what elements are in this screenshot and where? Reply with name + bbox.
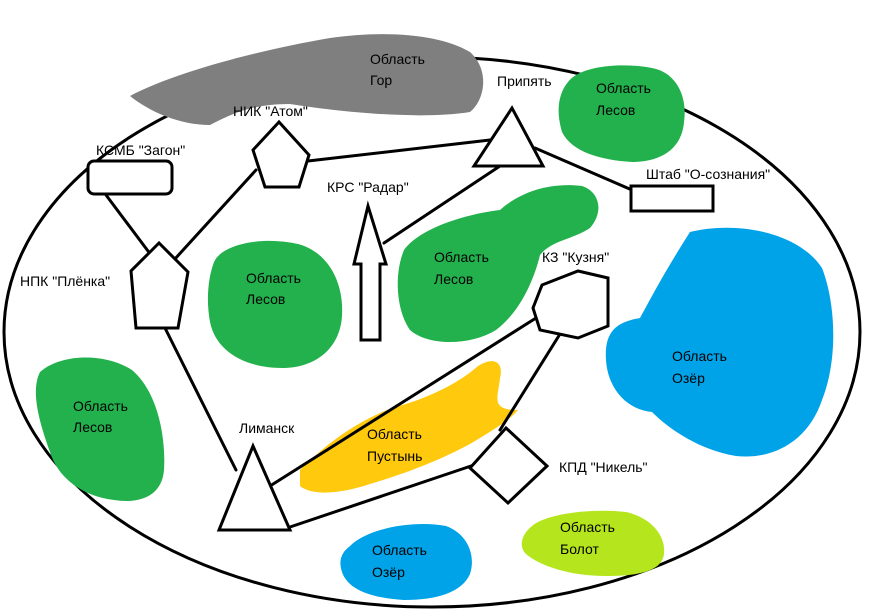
zagon-rect-marker[interactable] [86, 159, 174, 196]
label-kuznya: КЗ "Кузня" [542, 249, 609, 265]
forest-region-north [558, 65, 685, 162]
shtab-rect-marker[interactable] [629, 184, 715, 213]
kuznya-hexagon-marker[interactable] [531, 269, 610, 340]
limansk-triangle-marker[interactable] [216, 442, 293, 532]
swamp-region [521, 510, 665, 576]
label-desert: Область Пустынь [367, 426, 426, 464]
label-plenka: НПК "Плёнка" [20, 273, 110, 289]
label-pripyat: Припять [497, 73, 552, 89]
label-radar: КРС "Радар" [327, 179, 409, 195]
label-mountains: Область Гор [370, 51, 429, 88]
road-limansk-nikel [288, 463, 476, 529]
label-nikel: КПД "Никель" [559, 459, 648, 475]
road-plenka-limansk [163, 326, 238, 472]
plenka-pentagon-marker[interactable] [129, 240, 190, 330]
radar-arrow-marker[interactable] [352, 200, 389, 342]
atom-pentagon-marker[interactable] [251, 119, 311, 189]
pripyat-triangle-marker[interactable] [471, 105, 546, 168]
label-limansk: Лиманск [239, 420, 295, 436]
lake-region-east [605, 227, 834, 457]
road-plenka-atom [172, 168, 258, 262]
desert-region [300, 361, 518, 493]
road-atom-pripyat [306, 138, 492, 163]
road-kuznya-nikel [498, 332, 562, 432]
road-zagon-plenka [104, 193, 153, 257]
forest-region-west [35, 357, 165, 501]
forest-region-center [207, 240, 343, 368]
mountain-region [130, 34, 484, 125]
label-forest-center: Область Лесов [246, 270, 305, 307]
label-swamp: Область Болот [560, 519, 619, 557]
label-zagon: КСМБ "Загон" [96, 142, 185, 158]
label-forest-middle: Область Лесов [434, 249, 493, 287]
label-forest-west: Область Лесов [73, 398, 132, 435]
road-kuznya-limansk [268, 316, 538, 488]
label-atom: НИК "Атом" [233, 103, 308, 119]
lake-region-south [340, 524, 472, 600]
label-lake-east: Область Озёр [672, 348, 731, 386]
road-pripyat-radar [382, 164, 502, 245]
road-pripyat-shtab [533, 146, 634, 192]
label-shtab: Штаб "О-сознания" [646, 166, 770, 182]
forest-region-middle [397, 185, 599, 342]
label-forest-north: Область Лесов [596, 80, 655, 118]
label-lake-south: Область Озёр [372, 542, 431, 580]
nikel-diamond-marker[interactable] [467, 425, 550, 506]
